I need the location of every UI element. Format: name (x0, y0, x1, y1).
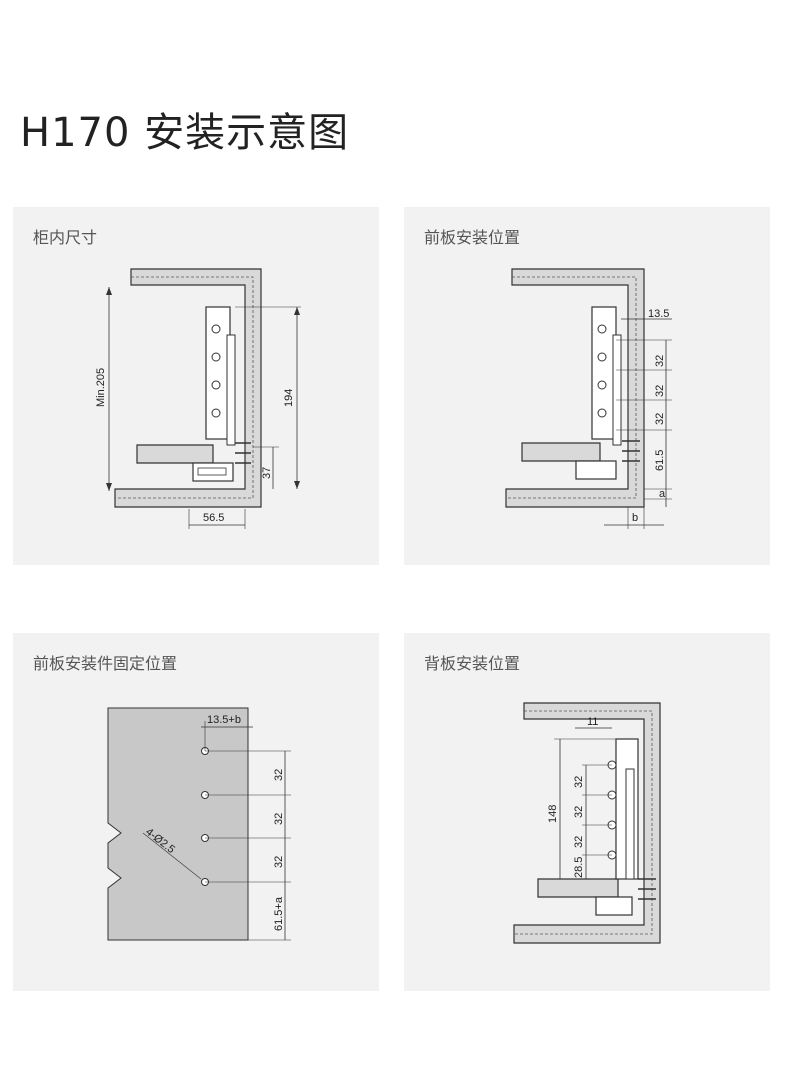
panel-front-fixing-position: 前板安装件固定位置 13.5+b 32 32 32 61.5+a 4-Ø2.5 (13, 633, 379, 991)
dim-pitch-3: 32 (573, 836, 585, 848)
page-title: H170 安装示意图 (20, 110, 350, 156)
cabinet-diagram: Min.205 194 37 56.5 (95, 268, 301, 529)
front-board-diagram: 13.5 32 32 32 61.5 a b (505, 268, 672, 529)
panel-back-board-position: 背板安装位置 148 32 32 32 28.5 11 (404, 633, 770, 991)
dim-pitch-1: 32 (573, 776, 585, 788)
panel-title: 前板安装位置 (424, 228, 521, 247)
dim-height: 148 (547, 805, 559, 823)
dim-pitch-2: 32 (273, 813, 285, 825)
panel-title: 柜内尺寸 (33, 228, 98, 247)
dim-pitch-3: 32 (273, 856, 285, 868)
panel-front-board-position: 前板安装位置 13.5 32 32 32 61.5 a b (404, 207, 770, 565)
dim-gap: 37 (261, 467, 273, 479)
panel-title: 背板安装位置 (424, 654, 521, 673)
dim-pitch-1: 32 (273, 769, 285, 781)
back-board-diagram: 148 32 32 32 28.5 11 (513, 702, 661, 944)
dim-pitch-3: 32 (654, 413, 666, 425)
dim-pitch-1: 32 (654, 355, 666, 367)
panel-title: 前板安装件固定位置 (33, 654, 178, 673)
dim-offset: 13.5+b (207, 714, 241, 726)
front-fixing-diagram: 13.5+b 32 32 32 61.5+a 4-Ø2.5 (107, 707, 291, 941)
panel-cabinet-dimensions: 柜内尺寸 Min.205 194 37 (13, 207, 379, 565)
dim-depth: 56.5 (203, 512, 224, 524)
dim-offset: 11 (587, 716, 598, 728)
dim-slide-height: 194 (283, 389, 295, 407)
dim-a: a (659, 488, 666, 500)
dim-bottom: 61.5 (654, 450, 666, 471)
dim-pitch-2: 32 (573, 806, 585, 818)
dim-height-min: Min.205 (95, 368, 107, 407)
dim-bottom: 61.5+a (273, 896, 285, 931)
dim-bottom: 28.5 (573, 857, 585, 878)
dim-pitch-2: 32 (654, 385, 666, 397)
dim-b: b (632, 512, 638, 524)
dim-offset: 13.5 (648, 308, 669, 320)
